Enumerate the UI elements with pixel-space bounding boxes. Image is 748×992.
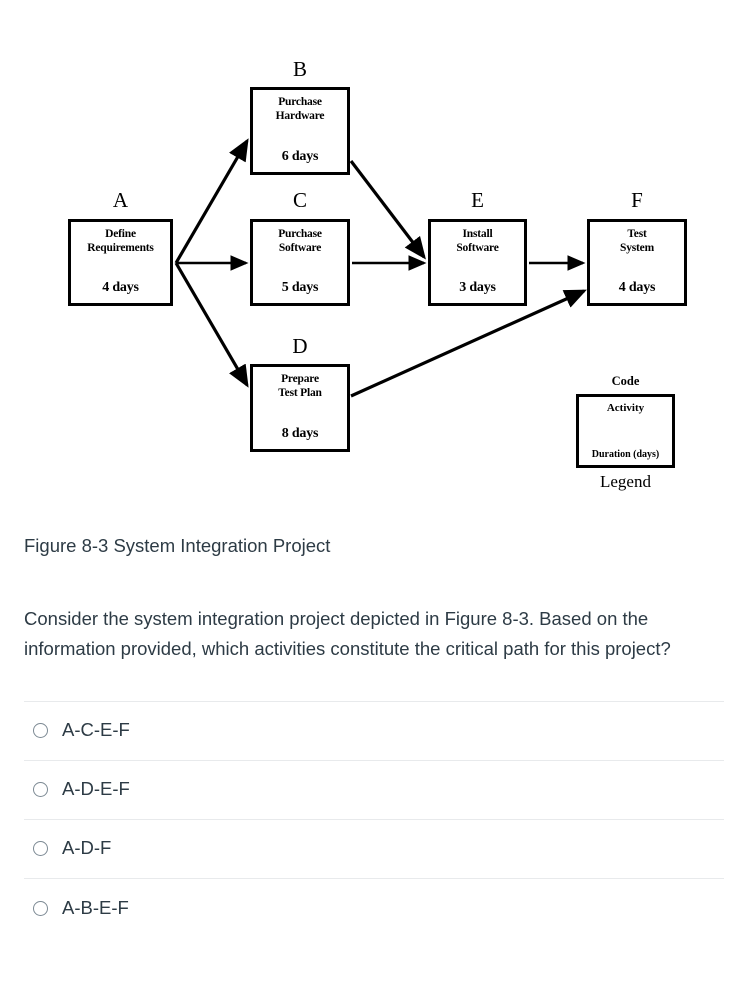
- radio-button-icon-3[interactable]: [33, 900, 48, 916]
- node-box-d: Prepare Test Plan 8 days: [250, 364, 350, 452]
- node-activity-e-line2: Software: [456, 241, 499, 254]
- node-code-b: B: [292, 57, 307, 81]
- node-activity-a: Define Requirements: [71, 228, 170, 255]
- node-duration-b: 6 days: [281, 149, 319, 164]
- node-duration-c: 5 days: [281, 280, 319, 295]
- node-activity-a-line1: Define: [105, 228, 136, 240]
- radio-button-icon-0[interactable]: [33, 723, 48, 739]
- node-activity-d-line2: Test Plan: [278, 386, 322, 399]
- node-box-c: Purchase Software 5 days: [250, 219, 350, 306]
- legend-activity-label: Activity: [606, 402, 645, 414]
- network-diagram-arrows: [174, 138, 587, 398]
- node-box-b: Purchase Hardware 6 days: [250, 87, 350, 175]
- node-activity-c: Purchase Software: [253, 228, 347, 255]
- answer-option-0[interactable]: A-C-E-F: [24, 702, 724, 761]
- node-code-d: D: [292, 334, 308, 358]
- node-activity-b: Purchase Hardware: [253, 96, 347, 123]
- node-activity-c-line2: Software: [278, 241, 322, 254]
- node-code-e: E: [471, 188, 484, 212]
- answer-option-2[interactable]: A-D-F: [24, 820, 724, 879]
- node-duration-a: 4 days: [102, 280, 139, 295]
- figure-caption: Figure 8-3 System Integration Project: [24, 535, 331, 556]
- node-duration-f: 4 days: [618, 280, 656, 295]
- node-activity-a-line2: Requirements: [87, 241, 154, 254]
- node-code-f: F: [631, 188, 643, 212]
- edge-b-e: [349, 160, 426, 260]
- node-activity-c-line1: Purchase: [278, 228, 322, 240]
- node-activity-b-line2: Hardware: [275, 109, 325, 122]
- node-activity-f-line2: System: [620, 241, 654, 254]
- legend-code-label: Code: [611, 374, 640, 388]
- node-box-e: Install Software 3 days: [428, 219, 527, 306]
- node-duration-d: 8 days: [281, 426, 319, 441]
- answer-option-label-1: A-D-E-F: [62, 778, 130, 800]
- figure-diagram: A Define Requirements 4 days B Purchase …: [68, 57, 687, 491]
- node-activity-f-line1: Test: [627, 228, 647, 240]
- edge-d-f: [350, 289, 587, 398]
- answer-options-list: A-C-E-F A-D-E-F A-D-F A-B-E-F: [24, 700, 724, 938]
- answer-option-label-2: A-D-F: [62, 837, 112, 859]
- node-activity-e: Install Software: [431, 228, 524, 255]
- node-activity-d: Prepare Test Plan: [253, 373, 347, 400]
- node-activity-e-line1: Install: [462, 228, 493, 240]
- node-box-f: Test System 4 days: [587, 219, 687, 306]
- node-code-a: A: [112, 188, 129, 212]
- node-box-a: Define Requirements 4 days: [68, 219, 173, 306]
- answer-option-label-3: A-B-E-F: [62, 896, 129, 918]
- legend-caption: Legend: [600, 472, 651, 491]
- edge-a-b: [174, 138, 249, 264]
- legend-duration-label: Duration (days): [591, 449, 660, 460]
- legend-box: Activity Duration (days): [576, 394, 675, 468]
- answer-option-1[interactable]: A-D-E-F: [24, 761, 724, 820]
- node-code-c: C: [292, 188, 307, 212]
- node-activity-f: Test System: [590, 228, 684, 255]
- edge-a-d: [174, 262, 249, 388]
- answer-option-3[interactable]: A-B-E-F: [24, 879, 724, 938]
- radio-button-icon-2[interactable]: [33, 841, 48, 857]
- node-activity-b-line1: Purchase: [278, 96, 322, 108]
- node-duration-e: 3 days: [459, 280, 496, 295]
- node-activity-d-line1: Prepare: [281, 373, 319, 385]
- answer-option-label-0: A-C-E-F: [62, 719, 130, 741]
- question-content: Figure 8-3 System Integration Project Co…: [0, 532, 748, 938]
- radio-button-icon-1[interactable]: [33, 782, 48, 798]
- question-prompt: Consider the system integration project …: [24, 607, 671, 659]
